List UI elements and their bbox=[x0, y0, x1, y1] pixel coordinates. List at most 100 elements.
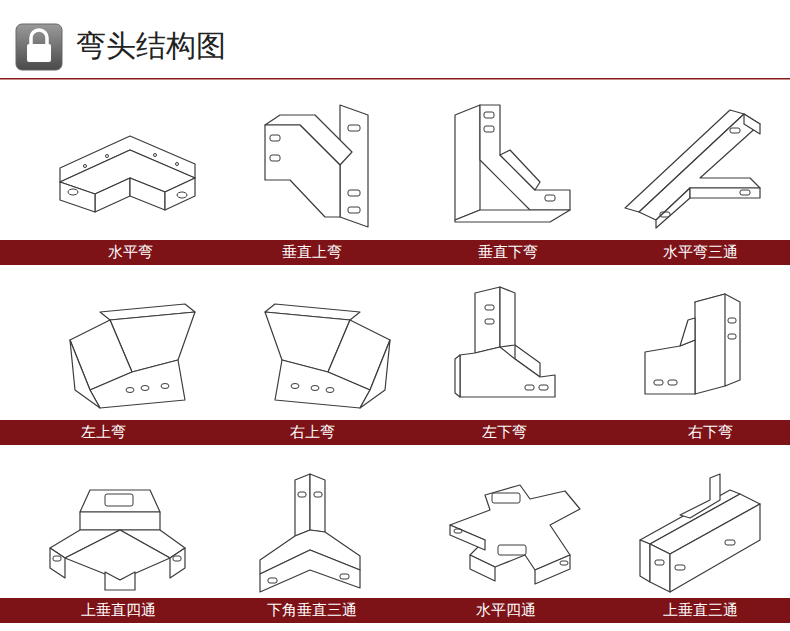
tray-line bbox=[90, 360, 185, 408]
tray-line bbox=[348, 207, 360, 213]
tray-line bbox=[455, 210, 570, 222]
tray-line bbox=[326, 388, 334, 393]
tray-line bbox=[348, 190, 360, 196]
vertical-cross-up bbox=[50, 490, 185, 590]
tray-line bbox=[640, 540, 650, 582]
tray-line bbox=[650, 544, 670, 592]
tray-line bbox=[728, 318, 736, 323]
tray-line bbox=[500, 287, 515, 347]
tray-line bbox=[314, 492, 322, 497]
tray-line bbox=[176, 163, 179, 166]
part-name: 右上弯 bbox=[290, 423, 335, 442]
tray-line bbox=[348, 125, 360, 131]
tray-line bbox=[680, 474, 720, 518]
tray-line bbox=[60, 182, 95, 212]
tray-line bbox=[80, 490, 160, 512]
vertical-down-elbow bbox=[455, 105, 570, 222]
tray-line bbox=[690, 188, 760, 198]
part-name: 上垂直四通 bbox=[81, 601, 156, 620]
tray-line bbox=[744, 114, 760, 134]
tray-line bbox=[68, 189, 78, 195]
horizontal-elbow bbox=[60, 136, 195, 212]
tray-line bbox=[161, 384, 169, 389]
tray-line bbox=[53, 556, 61, 561]
tray-line bbox=[177, 192, 187, 198]
header-rule bbox=[0, 78, 790, 80]
tray-line bbox=[492, 493, 520, 503]
tray-line bbox=[645, 340, 695, 394]
tray-line bbox=[535, 555, 570, 584]
tray-line bbox=[500, 150, 540, 190]
tray-line bbox=[16, 24, 62, 70]
tray-line bbox=[275, 360, 370, 408]
tray-line bbox=[656, 188, 690, 228]
tray-line bbox=[360, 340, 390, 408]
tray-line bbox=[675, 565, 685, 570]
label-band: 左上弯右上弯左下弯右下弯 bbox=[0, 420, 790, 445]
tray-line bbox=[80, 512, 160, 530]
tray-line bbox=[291, 384, 299, 389]
tray-line bbox=[730, 128, 740, 133]
tray-line bbox=[265, 125, 340, 217]
tray-line bbox=[545, 195, 555, 201]
vertical-up-elbow bbox=[265, 105, 368, 227]
tray-line bbox=[498, 545, 526, 555]
page-title: 弯头结构图 bbox=[76, 26, 226, 67]
tray-line bbox=[668, 380, 677, 385]
tray-line bbox=[105, 494, 133, 506]
tray-line bbox=[655, 560, 664, 565]
label-band: 上垂直四通下角垂直三通水平四通上垂直三通 bbox=[0, 598, 790, 623]
tray-line bbox=[311, 386, 319, 391]
tray-line bbox=[31, 30, 47, 44]
part-name: 水平弯 bbox=[108, 243, 153, 262]
tray-line bbox=[728, 334, 736, 339]
part-name: 垂直下弯 bbox=[478, 243, 538, 262]
tray-line bbox=[470, 555, 495, 581]
tray-line bbox=[475, 287, 500, 353]
tray-line bbox=[680, 318, 695, 346]
part-name: 左下弯 bbox=[482, 423, 527, 442]
tray-line bbox=[695, 294, 725, 394]
tray-line bbox=[298, 492, 306, 497]
tray-line bbox=[560, 561, 568, 565]
tray-line bbox=[170, 548, 185, 578]
tray-line bbox=[454, 529, 462, 533]
tray-line bbox=[525, 385, 534, 390]
vertical-tee-up bbox=[640, 474, 760, 592]
tray-line bbox=[639, 114, 760, 220]
part-name: 水平四通 bbox=[476, 601, 536, 620]
tray-line bbox=[141, 386, 149, 391]
tray-line bbox=[268, 578, 277, 583]
tray-line bbox=[484, 112, 494, 118]
tray-line bbox=[539, 385, 548, 390]
lock-icon bbox=[16, 24, 62, 70]
tray-line bbox=[95, 178, 130, 212]
right-up-elbow bbox=[265, 304, 390, 408]
part-name: 水平弯三通 bbox=[663, 243, 738, 262]
tray-line bbox=[740, 190, 750, 195]
tray-line bbox=[84, 165, 87, 168]
tray-line bbox=[484, 126, 494, 132]
tray-line bbox=[450, 525, 485, 550]
tray-line bbox=[65, 530, 170, 580]
part-name: 垂直上弯 bbox=[282, 243, 342, 262]
tray-line bbox=[340, 105, 368, 227]
tray-line bbox=[165, 178, 195, 210]
label-band: 水平弯 垂直上弯 垂直下弯 水平弯三通 bbox=[0, 240, 790, 265]
part-name: 上垂直三通 bbox=[663, 601, 738, 620]
tray-line bbox=[106, 155, 109, 158]
tray-line bbox=[270, 155, 280, 161]
tray-line bbox=[480, 105, 570, 210]
tray-line bbox=[340, 574, 349, 579]
tray-line bbox=[485, 305, 494, 310]
tray-line bbox=[260, 550, 360, 592]
tray-line bbox=[310, 474, 325, 532]
tray-line bbox=[670, 504, 760, 592]
tray-line bbox=[70, 340, 100, 408]
tray-line bbox=[50, 548, 65, 578]
tray-line bbox=[654, 380, 663, 385]
tray-line bbox=[130, 178, 165, 210]
tray-line bbox=[295, 474, 310, 536]
